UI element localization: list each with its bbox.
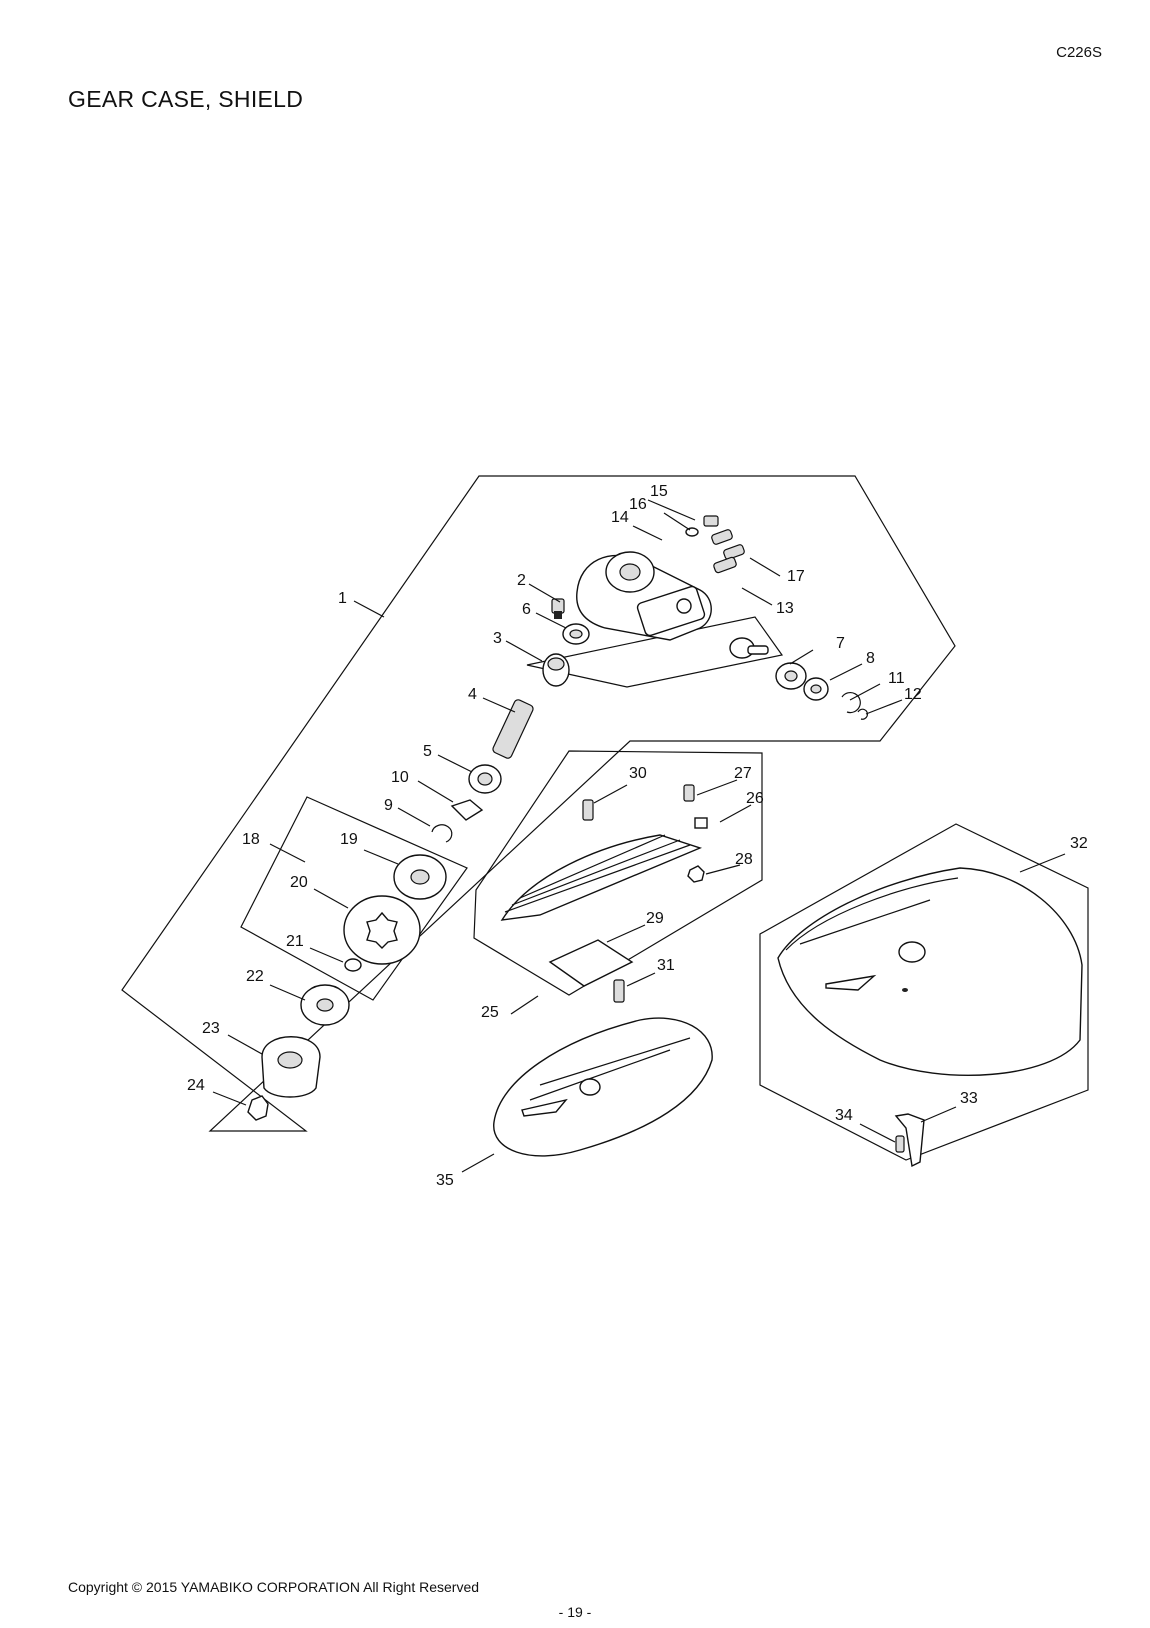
callout-33: 33 — [960, 1090, 978, 1107]
callout-20: 20 — [290, 874, 308, 891]
bearing-right-part — [775, 662, 869, 720]
callout-6: 6 — [522, 601, 531, 618]
callout-29: 29 — [646, 910, 664, 927]
screw-30-part — [582, 799, 594, 821]
large-shield-part — [777, 867, 1083, 1076]
pinion-gear-part — [542, 653, 570, 687]
cover-23-part — [261, 1036, 321, 1098]
callout-32: 32 — [1070, 835, 1088, 852]
plate-20-part — [343, 895, 421, 965]
screw-34-part — [895, 1135, 905, 1153]
callout-16: 16 — [629, 496, 647, 513]
callout-21: 21 — [286, 933, 304, 950]
callout-34: 34 — [835, 1107, 853, 1124]
callout-14: 14 — [611, 509, 629, 526]
callout-18: 18 — [242, 831, 260, 848]
bearing-part — [562, 623, 590, 645]
bevel-gear-part — [729, 637, 769, 659]
model-code: C226S — [1056, 44, 1102, 61]
small-shield-part — [500, 834, 703, 921]
callout-9: 9 — [384, 797, 393, 814]
callout-13: 13 — [776, 600, 794, 617]
group-outline-1 — [121, 475, 956, 1132]
callout-11: 11 — [888, 670, 905, 687]
ball-21-part — [344, 958, 362, 972]
drive-shaft-part — [492, 699, 534, 759]
callout-10: 10 — [391, 769, 409, 786]
callout-25: 25 — [481, 1004, 499, 1021]
callout-35: 35 — [436, 1172, 454, 1189]
nut-24-part — [247, 1095, 269, 1121]
callout-8: 8 — [866, 650, 875, 667]
square-nut-26-part — [694, 817, 708, 829]
callout-3: 3 — [493, 630, 502, 647]
page-number: - 19 - — [558, 1604, 592, 1620]
callout-7: 7 — [836, 635, 845, 652]
callout-26: 26 — [746, 790, 764, 807]
screw-27-part — [683, 784, 695, 802]
callout-12: 12 — [904, 686, 922, 703]
nut-28-part — [687, 865, 705, 883]
gear-case-housing — [576, 551, 712, 641]
page-title: GEAR CASE, SHIELD — [68, 86, 304, 112]
plate-29-part — [548, 939, 634, 987]
shaft-bearing-part — [468, 764, 502, 794]
group-outline-18 — [240, 796, 468, 1001]
bolt-31-part — [613, 979, 625, 1003]
callout-30: 30 — [629, 765, 647, 782]
callout-31: 31 — [657, 957, 675, 974]
shield-35-part — [493, 1017, 713, 1157]
callout-17: 17 — [787, 568, 805, 585]
washer-part — [450, 799, 484, 821]
callout-2: 2 — [517, 572, 526, 589]
callout-5: 5 — [423, 743, 432, 760]
callouts: 1 2 3 4 5 6 7 8 9 10 11 12 13 14 15 16 1… — [187, 483, 1088, 1189]
leader-lines — [212, 499, 1066, 1173]
circlip-part — [431, 824, 453, 843]
bolts-right-part — [685, 515, 745, 574]
callout-23: 23 — [202, 1020, 220, 1037]
bolt-part — [551, 598, 565, 619]
callout-1: 1 — [338, 590, 347, 607]
callout-28: 28 — [735, 851, 753, 868]
callout-19: 19 — [340, 831, 358, 848]
holder-22-part — [300, 984, 350, 1026]
group-outline-25 — [473, 750, 763, 996]
copyright-notice: Copyright © 2015 YAMABIKO CORPORATION Al… — [68, 1579, 480, 1595]
bracket-33-part — [894, 1113, 925, 1168]
callout-22: 22 — [246, 968, 264, 985]
callout-24: 24 — [187, 1077, 205, 1094]
callout-27: 27 — [734, 765, 752, 782]
callout-15: 15 — [650, 483, 668, 500]
group-outline-32 — [759, 823, 1089, 1161]
holder-19-part — [393, 854, 447, 900]
callout-4: 4 — [468, 686, 477, 703]
